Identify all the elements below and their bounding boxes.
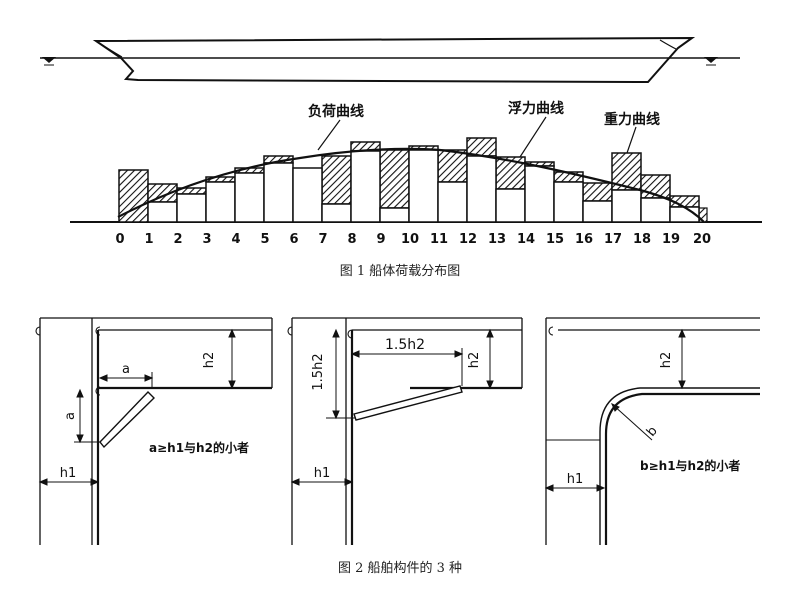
station-label: 12 <box>459 232 477 247</box>
station-label: 18 <box>633 232 651 247</box>
station-label: 11 <box>430 232 448 247</box>
weight-bar-12 <box>466 155 497 223</box>
station-label: 6 <box>289 232 298 247</box>
weight-bars <box>147 149 700 223</box>
station-label: 10 <box>401 232 419 247</box>
weight-bar-10 <box>408 149 439 223</box>
panel-c-dim-b: b <box>644 424 661 440</box>
bracket-b <box>353 385 463 421</box>
figure2-caption: 图 2 船舶构件的 3 种 <box>338 560 462 576</box>
station-label: 5 <box>260 232 269 247</box>
hatch-bar-9 <box>379 149 410 209</box>
weight-bar-15 <box>553 181 584 223</box>
weight-bar-5 <box>263 162 294 223</box>
panel-b <box>287 317 523 545</box>
station-label: 0 <box>115 232 124 247</box>
bracket-a <box>99 390 155 449</box>
panel-b-dim-h1: h1 <box>314 466 331 481</box>
panel-a-dim-h1: h1 <box>60 466 77 481</box>
load-curve-leader <box>317 119 341 151</box>
station-labels: 0 1 2 3 4 5 6 7 8 9 10 11 12 13 14 15 16… <box>115 232 711 247</box>
load-curve-label: 负荷曲线 <box>308 103 364 120</box>
station-label: 15 <box>546 232 564 247</box>
weight-bar-8 <box>350 150 381 223</box>
buoyancy-curve-label: 浮力曲线 <box>508 100 564 117</box>
panel-a-dim-h2: h2 <box>202 352 217 369</box>
weight-bar-11 <box>437 181 468 223</box>
panel-b-dim-top: 1.5h2 <box>385 337 425 353</box>
station-label: 7 <box>318 232 327 247</box>
panel-c-note: b≥h1与h2的小者 <box>640 458 740 473</box>
station-label: 16 <box>575 232 593 247</box>
station-label: 2 <box>173 232 182 247</box>
weight-bar-6 <box>292 167 323 223</box>
weight-bar-17 <box>611 189 642 223</box>
station-label: 19 <box>662 232 680 247</box>
waterline-left-mark <box>42 57 56 63</box>
panel-b-dim-side: 1.5h2 <box>311 353 326 390</box>
panel-a <box>35 317 273 545</box>
buoyancy-curve-leader <box>519 116 547 158</box>
station-label: 17 <box>604 232 622 247</box>
panel-a-note: a≥h1与h2的小者 <box>149 440 249 455</box>
panel-b-dim-h2: h2 <box>467 352 482 369</box>
weight-bar-9 <box>379 207 410 223</box>
weight-bar-3 <box>205 181 236 223</box>
panel-c-dim-h1: h1 <box>567 472 584 487</box>
station-label: 9 <box>376 232 385 247</box>
station-label: 4 <box>231 232 240 247</box>
weight-bar-4 <box>234 172 265 223</box>
weight-curve-leader <box>626 126 637 154</box>
ship-hull <box>92 36 696 84</box>
waterline-right-mark <box>704 57 718 63</box>
station-label: 8 <box>347 232 356 247</box>
weight-bar-2 <box>176 193 207 223</box>
waterline <box>40 57 740 66</box>
station-label: 14 <box>517 232 535 247</box>
load-hatch-bars <box>118 137 708 223</box>
station-label: 20 <box>693 232 711 247</box>
weight-bar-13 <box>495 188 526 223</box>
station-label: 1 <box>144 232 153 247</box>
weight-bar-18 <box>640 197 671 223</box>
panel-c-dim-h2: h2 <box>659 352 674 369</box>
weight-bar-1 <box>147 201 178 223</box>
hatch-bar-11 <box>437 149 468 183</box>
panel-a-dim-a-top: a <box>122 362 130 377</box>
weight-bar-7 <box>321 203 352 223</box>
figure1-caption: 图 1 船体荷载分布图 <box>340 264 461 279</box>
weight-curve-label: 重力曲线 <box>604 111 660 128</box>
weight-bar-16 <box>582 200 613 223</box>
station-label: 13 <box>488 232 506 247</box>
station-label: 3 <box>202 232 211 247</box>
weight-bar-14 <box>524 165 555 223</box>
hatch-bar-7 <box>321 155 352 205</box>
buoyancy-curve <box>117 147 705 223</box>
panel-a-dim-a-side: a <box>63 412 78 420</box>
hatch-bar-16 <box>582 182 613 202</box>
panel-c <box>544 317 760 545</box>
